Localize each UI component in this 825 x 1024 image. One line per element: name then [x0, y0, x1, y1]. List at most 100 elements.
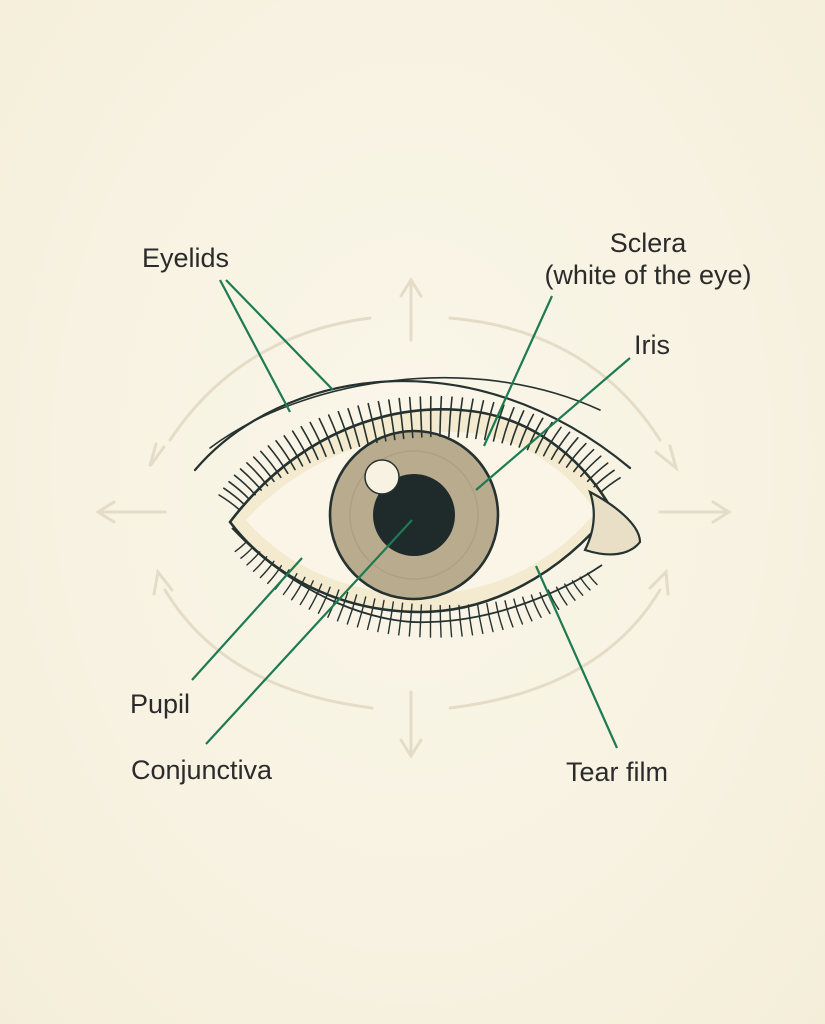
upper-eyelash — [509, 410, 525, 446]
upper-eyelash — [580, 455, 602, 478]
upper-eyelash — [550, 431, 571, 460]
lower-eyelash — [259, 560, 275, 579]
label-sclera-subtitle: (white of the eye) — [544, 260, 752, 290]
lower-eyelash — [530, 594, 542, 618]
upper-eyelash — [357, 405, 369, 445]
lower-eyelash — [398, 602, 404, 636]
lower-eyelash — [439, 604, 442, 638]
leader-sclera — [482, 295, 554, 447]
leader-pupil — [191, 557, 303, 681]
upper-eyelid — [193, 376, 632, 472]
lower-eyelash — [240, 546, 254, 559]
upper-eyelash — [218, 494, 240, 511]
upper-eyelash — [367, 402, 378, 444]
lower-eyelash — [346, 594, 358, 625]
leader-iris — [475, 357, 631, 491]
upper-eyelashes — [218, 395, 621, 511]
upper-eyelash — [419, 396, 423, 438]
lower-eyelash — [513, 598, 524, 625]
lower-eyelash — [467, 604, 474, 636]
lower-eyelash — [579, 576, 591, 591]
leader-lines — [191, 279, 631, 749]
upper-eyelash — [475, 400, 485, 440]
upper-eyelash — [408, 396, 414, 439]
upper-eyelash — [347, 408, 361, 447]
upper-eyelash — [565, 442, 587, 468]
lower-eyelash — [377, 599, 385, 633]
lower-eyelash — [408, 603, 413, 637]
lower-eyelash — [387, 601, 394, 635]
lower-eyelash — [486, 602, 494, 633]
lower-eyelash — [317, 586, 331, 614]
upper-eyelash — [599, 477, 621, 494]
label-pupil: Pupil — [130, 689, 191, 719]
upper-eyelash — [275, 440, 296, 471]
upper-eyelash — [337, 410, 352, 450]
upper-eyelash — [309, 421, 327, 458]
lower-eyelash — [555, 586, 568, 606]
upper-eyelash — [518, 413, 535, 448]
pupil-shape — [373, 474, 455, 556]
upper-eyelash — [439, 395, 443, 438]
lower-eyelash — [586, 572, 598, 586]
lower-eyelash — [419, 604, 423, 638]
upper-eyelash — [300, 425, 319, 461]
lower-eyelash — [308, 583, 323, 610]
lower-eyelash — [564, 583, 576, 601]
lower-eyelash — [252, 556, 268, 572]
upper-eyelash — [377, 400, 387, 442]
upper-eyelash — [223, 487, 245, 506]
caruncle — [583, 489, 642, 556]
upper-eyelash — [283, 435, 304, 467]
lower-eyelash — [495, 601, 504, 631]
lower-eyelash — [476, 603, 484, 635]
label-sclera-title: Sclera — [609, 228, 687, 258]
lower-eyelash — [299, 580, 314, 606]
upper-eyelash — [327, 414, 344, 452]
lower-eyelash — [356, 596, 367, 628]
upper-eyelash — [318, 417, 335, 455]
label-eyelids: Eyelids — [142, 243, 230, 273]
upper-eyelash — [239, 468, 262, 491]
upper-eyelash — [586, 462, 609, 483]
lower-eyelash — [246, 551, 261, 566]
upper-eyelash — [558, 437, 579, 464]
lower-eyelash — [547, 589, 560, 610]
upper-eyelash — [483, 401, 495, 441]
label-tear-film: Tear film — [566, 757, 669, 787]
lower-eyelash — [448, 604, 453, 638]
upper-eyelash — [233, 474, 256, 496]
leader-eyelids-b — [225, 279, 334, 391]
upper-eyelash — [228, 480, 251, 501]
upper-eyelash — [573, 448, 595, 473]
upper-eyelash — [466, 398, 474, 439]
upper-eyelash — [457, 397, 464, 438]
leader-eyelids-a — [219, 279, 291, 413]
upper-eyelash — [252, 456, 275, 483]
label-iris: Iris — [634, 330, 670, 360]
leader-tear-film — [534, 565, 619, 749]
upper-eyelash — [267, 445, 289, 475]
upper-eyelash — [542, 426, 562, 457]
upper-eyelash — [593, 469, 615, 488]
lower-eyelash — [571, 580, 584, 596]
upper-eyelash — [492, 404, 505, 442]
background-arrows — [95, 277, 732, 759]
upper-eyelash — [291, 430, 311, 464]
upper-eyelash — [501, 407, 515, 444]
lower-eyelashes — [234, 540, 598, 638]
upper-eyelash — [448, 396, 453, 438]
upper-eyelash — [388, 399, 396, 441]
eye-highlight — [364, 459, 400, 495]
lower-eyelash — [234, 540, 248, 553]
lower-eyelash — [291, 576, 306, 601]
lower-eyelash — [458, 604, 463, 637]
label-conjunctiva: Conjunctiva — [131, 755, 273, 785]
lower-eyelash — [504, 600, 514, 628]
lower-eyelash — [336, 591, 349, 622]
lower-eyelash — [522, 596, 533, 622]
upper-eyelash — [246, 462, 269, 487]
lower-eyelash — [282, 573, 298, 596]
